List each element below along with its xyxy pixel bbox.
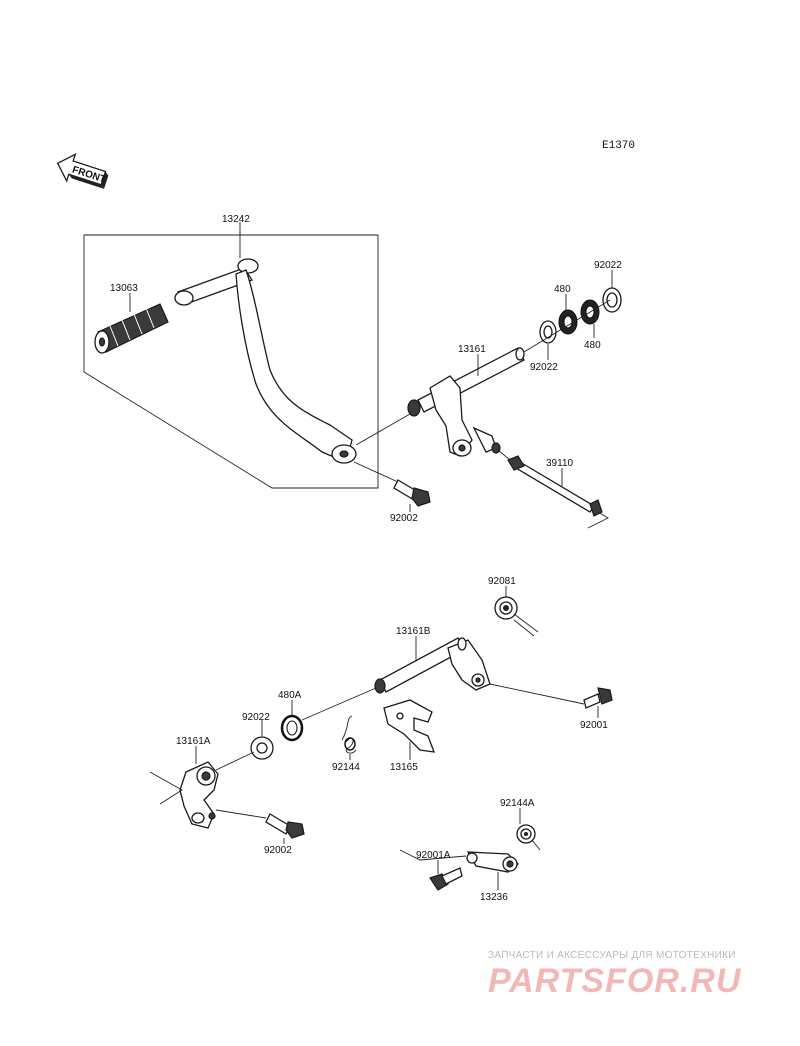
- label-13161A: 13161A: [176, 736, 211, 747]
- leader-39110-end: [587, 511, 609, 529]
- bolt-92001A: [429, 867, 463, 891]
- label-92022-top: 92022: [594, 260, 622, 271]
- lever-13161A: [179, 761, 219, 829]
- lever-13236: [466, 851, 519, 873]
- bolt-92002-top: [393, 479, 431, 507]
- label-92022-lower: 92022: [242, 712, 270, 723]
- label-13161B: 13161B: [396, 626, 431, 637]
- bolt-92001: [583, 687, 613, 709]
- leader-bolt-top: [353, 461, 399, 483]
- shift-shaft-13161B: [374, 637, 491, 694]
- pedal-rubber: [94, 303, 169, 354]
- label-92144A: 92144A: [500, 798, 535, 809]
- label-92144: 92144: [332, 762, 360, 773]
- label-92002-top: 92002: [390, 513, 418, 524]
- label-92081: 92081: [488, 576, 516, 587]
- leader-92001-axis: [489, 683, 585, 705]
- leader-shaft-axis: [355, 413, 411, 446]
- shift-shaft-13161: [407, 347, 525, 457]
- label-13236: 13236: [480, 892, 508, 903]
- label-13161: 13161: [458, 344, 486, 355]
- label-39110: 39110: [546, 458, 574, 469]
- leader-bolt-bottom: [215, 809, 267, 819]
- label-92001: 92001: [580, 720, 608, 731]
- leader-13161A-axis: [215, 751, 255, 771]
- leader-39110-join: [497, 449, 511, 461]
- washer-92022-a: [539, 320, 557, 344]
- label-13242: 13242: [222, 214, 250, 225]
- bolt-92002-bottom: [265, 813, 305, 839]
- shift-pedal: [174, 258, 357, 464]
- oil-seal-480A: [280, 714, 304, 742]
- washer-92022-c: [250, 736, 274, 760]
- shaft-39110: [507, 455, 603, 517]
- label-480-bottom: 480: [584, 340, 601, 351]
- label-480A: 480A: [278, 690, 302, 701]
- spring-92081: [494, 596, 539, 637]
- diagram-code: E1370: [602, 140, 635, 152]
- label-92002-bottom: 92002: [264, 845, 292, 856]
- pedal-group-bracket: [83, 230, 379, 489]
- watermark-tagline: ЗАПЧАСТИ И АКСЕССУАРЫ ДЛЯ МОТОТЕХНИКИ: [488, 950, 736, 961]
- leader-480A-axis: [301, 687, 377, 721]
- spring-92144A: [516, 824, 541, 851]
- label-13063: 13063: [110, 283, 138, 294]
- label-92022-mid: 92022: [530, 362, 558, 373]
- leader-13161A-end: [149, 771, 183, 805]
- washer-92022-b: [602, 287, 622, 313]
- label-13165: 13165: [390, 762, 418, 773]
- front-arrow-icon: FRONT: [56, 153, 109, 189]
- label-92001A: 92001A: [416, 850, 451, 861]
- leader-13236-axis: [399, 849, 467, 861]
- label-480-top: 480: [554, 284, 571, 295]
- watermark-logo: PARTSFOR.RU: [488, 962, 742, 1000]
- spring-92144: [341, 715, 357, 754]
- leader-washer-axis: [523, 299, 611, 353]
- plate-13165: [383, 699, 435, 753]
